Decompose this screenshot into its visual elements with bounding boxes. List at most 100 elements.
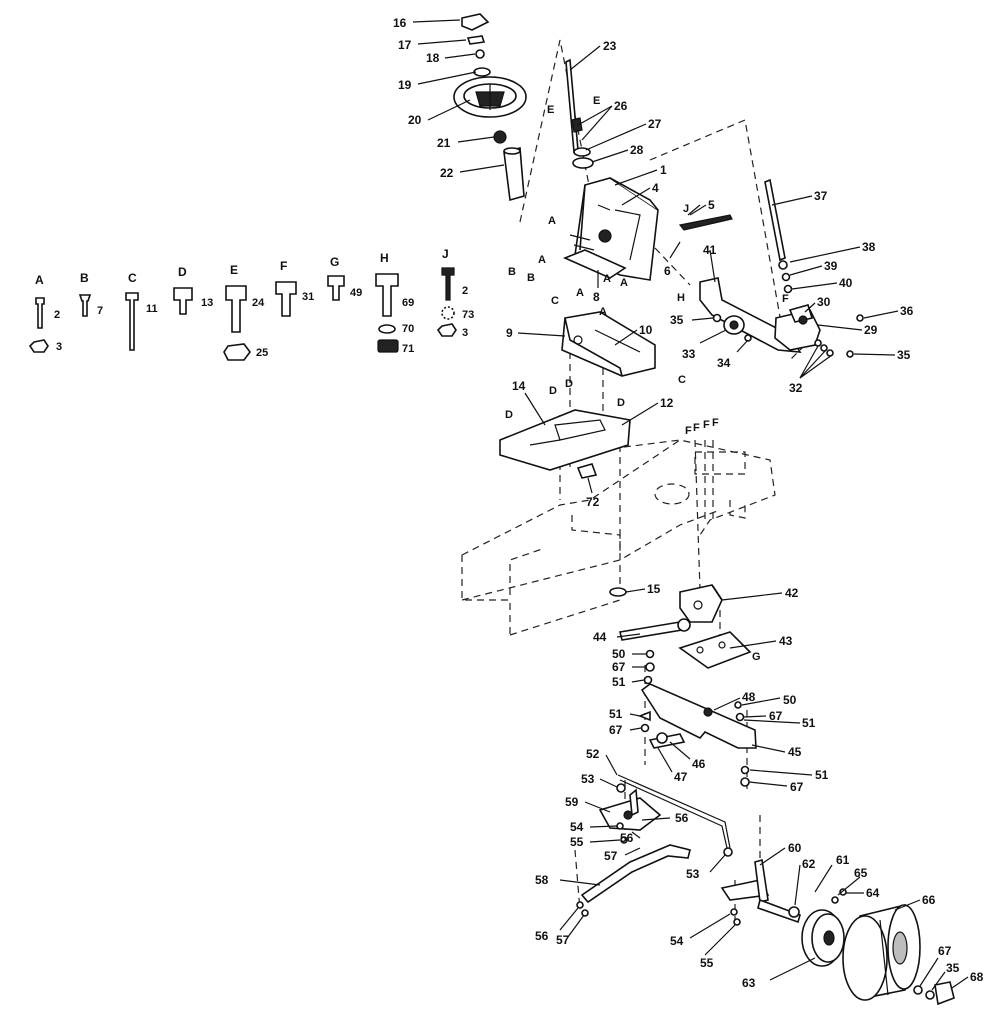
spindle-small-parts [730, 888, 847, 926]
washer-stack [637, 649, 750, 787]
steering-tube [503, 146, 525, 202]
ref-d-3: D [565, 378, 573, 390]
callout-33: 33 [682, 347, 696, 361]
spindle-steering-arm [598, 788, 662, 844]
ref-j: J [683, 203, 689, 215]
callout-numbers: 16 17 18 19 20 21 22 23 26 27 28 1 4 5 3… [393, 16, 984, 990]
callout-42: 42 [785, 586, 799, 600]
lever-assembly [678, 204, 733, 231]
legend-b-item-1: 7 [97, 305, 103, 317]
ref-e-2: E [593, 95, 600, 107]
ref-e-1: E [547, 104, 554, 116]
callout-5: 5 [708, 198, 715, 212]
callout-20: 20 [408, 113, 422, 127]
ref-a-5: A [576, 287, 584, 299]
ref-f-4: F [703, 419, 710, 431]
callout-56-a: 56 [675, 811, 689, 825]
callout-4: 4 [652, 181, 659, 195]
ref-a-1: A [548, 215, 556, 227]
callout-67-e: 67 [938, 944, 952, 958]
callout-22: 22 [440, 166, 454, 180]
callout-65: 65 [854, 866, 868, 880]
legend-h-item-2: 70 [402, 323, 414, 335]
callout-62: 62 [802, 857, 816, 871]
ref-a-3: A [603, 273, 611, 285]
legend-letter-d: D [178, 265, 187, 279]
callout-40: 40 [839, 276, 853, 290]
steering-gear-housing [774, 304, 821, 351]
callout-51-c: 51 [802, 716, 816, 730]
legend-letter-e: E [230, 263, 238, 277]
legend-j-item-3: 3 [462, 327, 468, 339]
callout-59: 59 [565, 795, 579, 809]
pinion-gear [712, 313, 752, 342]
callout-48: 48 [742, 690, 756, 704]
legend-letter-f: F [280, 259, 287, 273]
callout-54-a: 54 [570, 820, 584, 834]
steering-rod [764, 178, 793, 294]
callout-51-b: 51 [609, 707, 623, 721]
ref-a-2: A [538, 254, 546, 266]
legend-h-item-3: 71 [402, 343, 414, 355]
callout-56-b: 56 [620, 831, 634, 845]
callout-54-b: 54 [670, 934, 684, 948]
legend-j-item-1: 2 [462, 285, 468, 297]
legend-letter-a: A [35, 273, 44, 287]
front-axle [640, 683, 757, 749]
ref-f-1: F [782, 293, 789, 305]
ref-f-3: F [693, 422, 700, 434]
callout-14: 14 [512, 379, 526, 393]
legend-f-item-1: 31 [302, 291, 314, 303]
legend-d-item-1: 13 [201, 297, 213, 309]
callout-50-b: 50 [783, 693, 797, 707]
callout-9: 9 [506, 326, 513, 340]
callout-60: 60 [788, 841, 802, 855]
callout-68: 68 [970, 970, 984, 984]
front-tire [842, 904, 921, 1001]
callout-46: 46 [692, 757, 706, 771]
callout-32: 32 [789, 381, 803, 395]
callout-47: 47 [674, 770, 688, 784]
legend-e-item-1: 24 [252, 297, 265, 309]
callout-51-a: 51 [612, 675, 626, 689]
callout-72: 72 [586, 495, 600, 509]
callout-15: 15 [647, 582, 661, 596]
reference-letters: E E J A B A B A H A F C A A C D D D D F … [505, 95, 789, 663]
wheel-rim [801, 909, 845, 967]
steering-wheel-small-parts [466, 35, 491, 77]
callout-27: 27 [648, 117, 662, 131]
callout-10: 10 [639, 323, 653, 337]
ref-c-2: C [678, 374, 686, 386]
callout-23: 23 [603, 39, 617, 53]
callout-45: 45 [788, 745, 802, 759]
floor-plate [499, 409, 631, 471]
legend-letter-h: H [380, 251, 389, 265]
callout-16: 16 [393, 16, 407, 30]
callout-19: 19 [398, 78, 412, 92]
steering-shaft [565, 58, 594, 169]
ref-d-1: D [505, 409, 513, 421]
callout-55-a: 55 [570, 835, 584, 849]
steering-bushing [493, 130, 507, 144]
callout-39: 39 [824, 259, 838, 273]
legend-letter-b: B [80, 271, 89, 285]
callout-52: 52 [586, 747, 600, 761]
callout-38: 38 [862, 240, 876, 254]
tractor-frame [461, 439, 776, 636]
callout-28: 28 [630, 143, 644, 157]
callout-67-b: 67 [769, 709, 783, 723]
callout-8: 8 [593, 290, 600, 304]
ref-f-5: F [712, 417, 719, 429]
legend-h-item-1: 69 [402, 297, 414, 309]
callout-6: 6 [664, 264, 671, 278]
hub-cap [913, 981, 955, 1006]
callout-26: 26 [614, 99, 628, 113]
axle-plate [678, 631, 752, 669]
legend-letter-g: G [330, 255, 339, 269]
plate-bolt [576, 463, 598, 479]
callout-53-b: 53 [686, 867, 700, 881]
axle-bolt [648, 732, 686, 749]
callout-35-b: 35 [897, 348, 911, 362]
callout-37: 37 [814, 189, 828, 203]
